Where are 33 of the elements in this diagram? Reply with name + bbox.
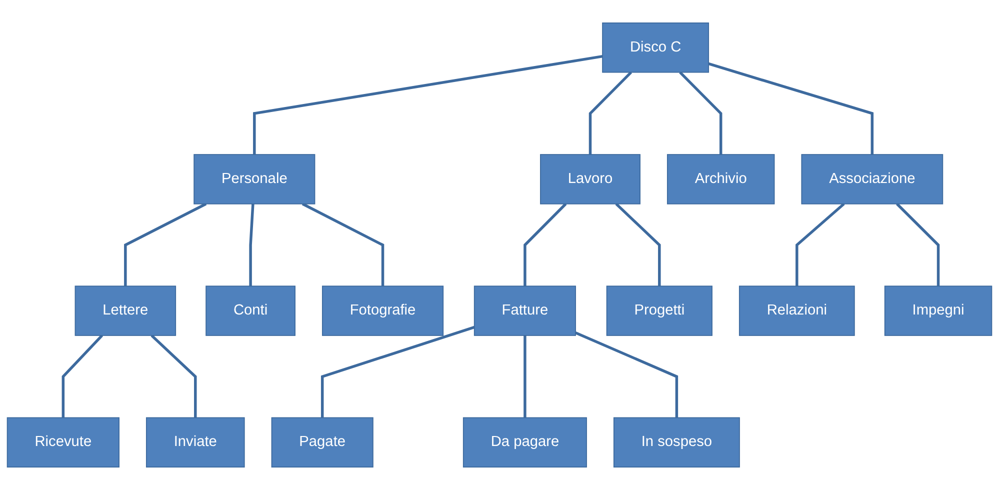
connector — [150, 334, 197, 418]
node-box: Da pagare — [462, 417, 587, 468]
connector — [302, 202, 384, 286]
connector — [896, 202, 940, 286]
connector — [574, 331, 678, 418]
node-box: Impegni — [884, 286, 992, 336]
node-box: Personale — [194, 154, 316, 204]
connector — [524, 335, 526, 418]
connector — [708, 62, 874, 155]
connector — [524, 202, 567, 286]
connector — [679, 71, 722, 155]
node-box: Associazione — [801, 154, 944, 204]
node-box: Ricevute — [6, 417, 120, 468]
node-box: Inviate — [146, 417, 245, 468]
node-box: Conti — [206, 286, 296, 336]
connector — [588, 71, 632, 155]
node-box: Lavoro — [540, 154, 640, 204]
node-box: Disco C — [602, 22, 710, 73]
node-box: In sospeso — [613, 417, 740, 468]
connector — [796, 202, 845, 286]
node-box: Pagate — [271, 417, 374, 468]
connector — [62, 334, 104, 418]
node-box: Archivio — [666, 154, 775, 204]
node-box: Relazioni — [738, 286, 855, 336]
connector — [249, 204, 254, 286]
connector — [124, 202, 207, 286]
connector — [253, 54, 603, 155]
connector — [615, 202, 661, 286]
connector — [320, 326, 475, 418]
node-box: Fotografie — [322, 286, 444, 336]
node-box: Fatture — [474, 286, 576, 336]
node-box: Lettere — [74, 286, 176, 336]
node-box: Progetti — [606, 286, 712, 336]
